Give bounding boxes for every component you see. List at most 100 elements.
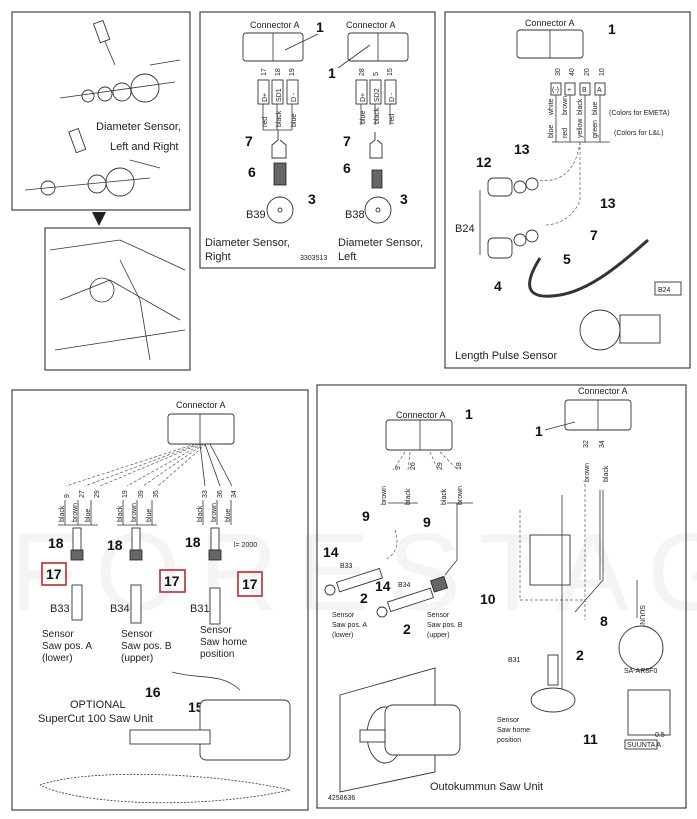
sensor-id: B33	[340, 563, 353, 570]
callout-5: 5	[563, 251, 571, 267]
callout-14: 14	[375, 578, 391, 594]
connector-label: Connector A	[525, 18, 575, 28]
callout-10: 10	[480, 591, 496, 607]
wire-color: blue	[291, 114, 298, 127]
sensor-exploded-lower	[24, 127, 161, 197]
wire-color: black	[117, 505, 124, 522]
wire-color: black	[276, 110, 283, 127]
pin-label: 33	[202, 490, 209, 498]
pin-label: 18	[456, 462, 463, 470]
callout-3: 3	[400, 191, 408, 207]
mount-bracket	[619, 314, 661, 344]
sensor-id: B24	[455, 223, 475, 235]
callout-6: 6	[248, 164, 256, 180]
wire-color: blue	[225, 509, 232, 522]
wire-color: black	[577, 98, 584, 115]
callout-18: 18	[48, 535, 64, 551]
callout-6: 6	[343, 160, 351, 176]
supercut-group-c: 33 36 34 black brown blue 18 l= 2000 17 …	[185, 490, 263, 660]
pin-label: 20	[584, 68, 591, 76]
section-label: SUUNTA A	[627, 742, 661, 749]
panel-outokumpu: Connector A 1 9 26 29 18 brown black bla…	[316, 384, 687, 809]
wire-color: black	[405, 488, 412, 505]
unit-caption: Outokummun Saw Unit	[430, 781, 543, 793]
wire-color: white	[548, 99, 555, 116]
panel-length-pulse: Connector A 1 30 40 20 10 (-) + B A whit…	[444, 11, 691, 369]
panel-diameter-overview: Diameter Sensor, Left and Right	[11, 11, 191, 371]
callout-17: 17	[164, 573, 180, 589]
callout-9: 9	[362, 508, 370, 524]
pin-label: 15	[387, 68, 394, 76]
highlight-box	[159, 569, 186, 593]
b24-box-label: B24	[658, 287, 671, 294]
callout-1: 1	[535, 423, 543, 439]
caption: Left	[338, 251, 356, 263]
sensor-label: (upper)	[427, 632, 450, 639]
supercut-group-a: 9 27 29 black brown blue 18 17 B33 Senso…	[41, 490, 101, 664]
callout-16: 16	[145, 684, 161, 700]
holder-11	[530, 687, 576, 713]
sensor-label: Sensor	[497, 717, 520, 724]
callout-1: 1	[316, 19, 324, 35]
callout-2: 2	[360, 590, 368, 606]
pin-label: 9	[395, 466, 402, 470]
wire-color: brown	[584, 463, 591, 482]
unit-caption: SuperCut 100 Saw Unit	[38, 713, 153, 725]
wire-color: blue	[146, 509, 153, 522]
callout-7: 7	[343, 133, 351, 149]
sensor-label: Sensor	[200, 625, 232, 636]
overview-caption-line1: Diameter Sensor,	[96, 121, 181, 133]
machine-inset-sketch	[49, 239, 186, 361]
saw-unit-sketch	[39, 699, 291, 804]
wire-color: black	[374, 107, 381, 124]
callout-4: 4	[494, 278, 502, 294]
drawing-code: 3303513	[300, 255, 327, 262]
callout-8: 8	[600, 613, 608, 629]
pin-label: 27	[79, 490, 86, 498]
sensor-a-assembly	[324, 567, 449, 618]
pin-label: 10	[599, 68, 606, 76]
connector-label: Connector A	[578, 386, 628, 396]
sensor-label: position	[497, 737, 521, 744]
sensor-label: Sensor	[121, 629, 153, 640]
sensor-label: Sensor	[332, 612, 355, 619]
signal-label: A	[597, 87, 602, 94]
caption: Diameter Sensor,	[338, 237, 423, 249]
pin-label: 29	[94, 490, 101, 498]
sensor-id: B38	[345, 209, 365, 221]
callout-2: 2	[403, 621, 411, 637]
overview-caption-line2: Left and Right	[110, 141, 179, 153]
pin-label: 34	[231, 490, 238, 498]
wire-color: green	[592, 120, 599, 138]
sensor-exploded-upper	[59, 19, 181, 103]
pin-label: 34	[599, 440, 606, 448]
callout-17: 17	[242, 576, 258, 592]
callout-18: 18	[107, 537, 123, 553]
wire-color: red	[562, 128, 569, 138]
wire-color: black	[197, 505, 204, 522]
connector-a-left	[385, 419, 453, 451]
sensor-id: B33	[50, 603, 70, 615]
sensor-label: Saw pos. B	[427, 622, 463, 629]
toothed-wheel	[579, 309, 621, 351]
callout-11: 11	[583, 731, 598, 747]
caption: Length Pulse Sensor	[455, 350, 557, 362]
detail-view	[618, 625, 664, 671]
connector-label: Connector A	[346, 20, 396, 30]
wire-color: red	[262, 117, 269, 127]
wire-color: brown	[562, 96, 569, 115]
pin-label: 28	[359, 68, 366, 76]
pin-label: 19	[289, 68, 296, 76]
wire-color: yellow	[577, 118, 584, 138]
wire-color: blue	[85, 509, 92, 522]
watermark: FORESTAGRI	[10, 511, 697, 634]
pin-label: 17	[261, 68, 268, 76]
pin-label: 30	[555, 68, 562, 76]
wire-color: brown	[72, 503, 79, 522]
pin-label: 26	[410, 462, 417, 470]
highlight-box	[237, 571, 263, 597]
panel-supercut: Connector A 9 27 29 black brown blue 18 …	[11, 389, 309, 811]
wire-color: red	[389, 114, 396, 124]
section-view	[627, 689, 671, 736]
